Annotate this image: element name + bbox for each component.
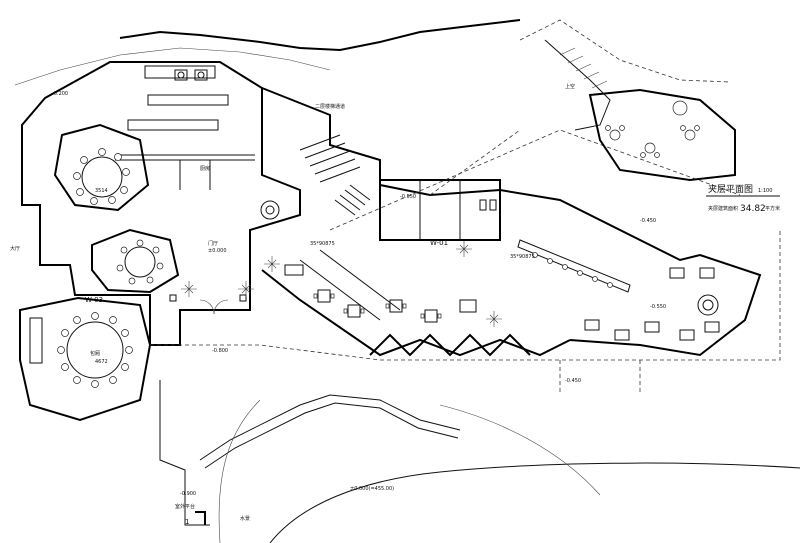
hall-label: 大厅 — [10, 245, 20, 252]
banquet-table-chairs — [57, 312, 133, 388]
stair-middle — [334, 184, 371, 216]
banquet-label: 包厢 — [90, 350, 100, 357]
bar-wing-outline — [499, 189, 762, 357]
mezzanine-stair — [544, 39, 611, 131]
entrance-column-2 — [239, 294, 247, 302]
kitchen-counter-2 — [147, 94, 229, 106]
round-table-upper — [81, 156, 123, 198]
entrance-door-swing-2 — [213, 299, 229, 315]
dim-2: 4672 — [95, 359, 108, 365]
overhead-dash-5 — [559, 360, 641, 395]
dim-1: 3514 — [95, 188, 108, 194]
round-table-upper-chairs — [73, 148, 130, 205]
toilet-fixture — [479, 199, 487, 211]
overhead-dash-4 — [150, 344, 381, 361]
corridor-diagonal — [261, 87, 501, 197]
stove-1 — [174, 69, 188, 81]
floor-area-label: 夹层建筑面积 — [708, 205, 738, 212]
dining-inner-line — [299, 249, 401, 321]
retaining-wall-2 — [204, 402, 459, 469]
square-table-chairs — [313, 293, 442, 319]
kitchen-counter-3 — [127, 119, 219, 131]
mezzanine-outline — [588, 88, 736, 182]
stair-right-label: 上空 — [565, 83, 575, 90]
level-7: -0.800 — [212, 348, 228, 354]
banquet-room-hex — [19, 296, 152, 422]
level-6: -0.450 — [565, 378, 581, 384]
service-core — [379, 179, 501, 241]
round-room-upper-hex — [53, 123, 150, 212]
terrain-contour-top — [119, 19, 521, 52]
entrance-column-1 — [169, 294, 177, 302]
site-boundary-line — [14, 47, 331, 86]
level-4: -0.550 — [650, 304, 666, 310]
round-room-middle — [91, 228, 180, 294]
square-tables — [284, 264, 477, 323]
stair-upper — [299, 134, 361, 183]
plan-title: 夹层平面图 — [708, 183, 753, 195]
tag-w01: W-01 — [430, 239, 448, 247]
bar-round-feature-inner — [702, 299, 714, 311]
sink-icon-2 — [197, 71, 205, 79]
level-2: ±0.000 — [208, 248, 227, 254]
stove-2 — [194, 69, 208, 81]
bar-stools — [532, 252, 613, 288]
terrace-edge — [159, 380, 210, 526]
kitchen-label: 厨房 — [200, 165, 210, 172]
door-mark: 门厅 — [208, 240, 218, 247]
entrance-door-swing — [199, 299, 215, 315]
water-label: 水景 — [240, 515, 250, 522]
floor-area-value: 34.82 — [740, 204, 766, 214]
water-edge-curve — [269, 462, 800, 543]
terrace-label: 室外平台 — [175, 503, 195, 510]
axis-marker — [195, 511, 206, 525]
round-table-middle — [124, 246, 156, 278]
level-8: ±0.000(=455.00) — [350, 486, 394, 492]
left-wing-outline — [21, 61, 301, 346]
level-1: -0.200 — [52, 91, 68, 97]
toilet-fixture-2 — [489, 199, 497, 211]
stair-upper-label: 二层楼梯通道 — [315, 103, 345, 110]
banquet-table — [66, 321, 124, 379]
dining-wing-outline — [261, 269, 571, 357]
lake-curve-left — [218, 399, 261, 543]
banquet-sofa — [29, 317, 43, 364]
bar-counter — [517, 239, 631, 293]
floor-area-unit: 平方米 — [765, 205, 780, 212]
tag-w03: W-03 — [85, 296, 103, 304]
dim-4: 35*90875 — [510, 254, 535, 260]
plant-icon — [181, 241, 502, 327]
hall-table-icon-inner — [265, 205, 275, 215]
mezzanine-furniture — [605, 100, 700, 158]
level-5: -0.900 — [180, 491, 196, 497]
dim-3: 35*90875 — [310, 241, 335, 247]
level-3: -0.450 — [640, 218, 656, 224]
overhead-dash-2 — [429, 129, 521, 196]
lake-curve-right — [439, 404, 601, 496]
round-table-middle-chairs — [116, 239, 164, 285]
level-9: -0.550 — [400, 194, 416, 200]
hall-table-icon — [260, 200, 280, 220]
axis-label: 1 — [185, 518, 189, 526]
zigzag-facade — [369, 333, 531, 357]
bar-wing-tables — [584, 267, 720, 341]
mezzanine-dash — [519, 19, 731, 83]
overhead-dash-1 — [329, 129, 741, 231]
overhead-dash-3 — [380, 230, 781, 361]
sink-icon — [177, 71, 185, 79]
mezzanine-stair-treads — [559, 47, 608, 89]
bar-round-feature — [697, 294, 719, 316]
retaining-wall — [199, 394, 461, 461]
plan-scale: 1:100 — [758, 188, 772, 194]
